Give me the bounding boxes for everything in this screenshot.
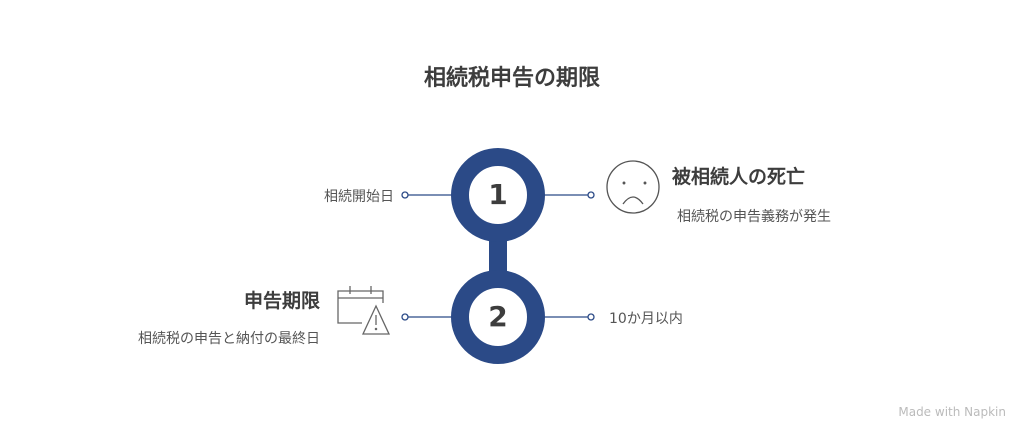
step-1-description: 相続税の申告義務が発生 — [677, 209, 831, 225]
step-1-left-label: 相続開始日 — [324, 189, 394, 205]
step-2-number: 2 — [488, 300, 508, 333]
diagram-title: 相続税申告の期限 — [423, 66, 600, 91]
connector-dot — [401, 191, 409, 199]
step-2-right-label: 10か月以内 — [609, 311, 683, 327]
step-2-circle — [451, 270, 545, 364]
step-1-heading: 被相続人の死亡 — [672, 166, 806, 188]
calendar-warning-icon — [337, 286, 391, 335]
connector-dot — [587, 313, 595, 321]
connector-dot — [587, 191, 595, 199]
step-2-heading: 申告期限 — [243, 290, 320, 312]
step-connector — [489, 235, 507, 275]
napkin-watermark: Made with Napkin — [898, 405, 1006, 419]
step-2-description: 相続税の申告と納付の最終日 — [138, 331, 320, 347]
connector-dot — [401, 313, 409, 321]
step-1-circle — [451, 148, 545, 242]
step-1-number: 1 — [488, 178, 508, 211]
sad-face-icon — [606, 160, 660, 214]
